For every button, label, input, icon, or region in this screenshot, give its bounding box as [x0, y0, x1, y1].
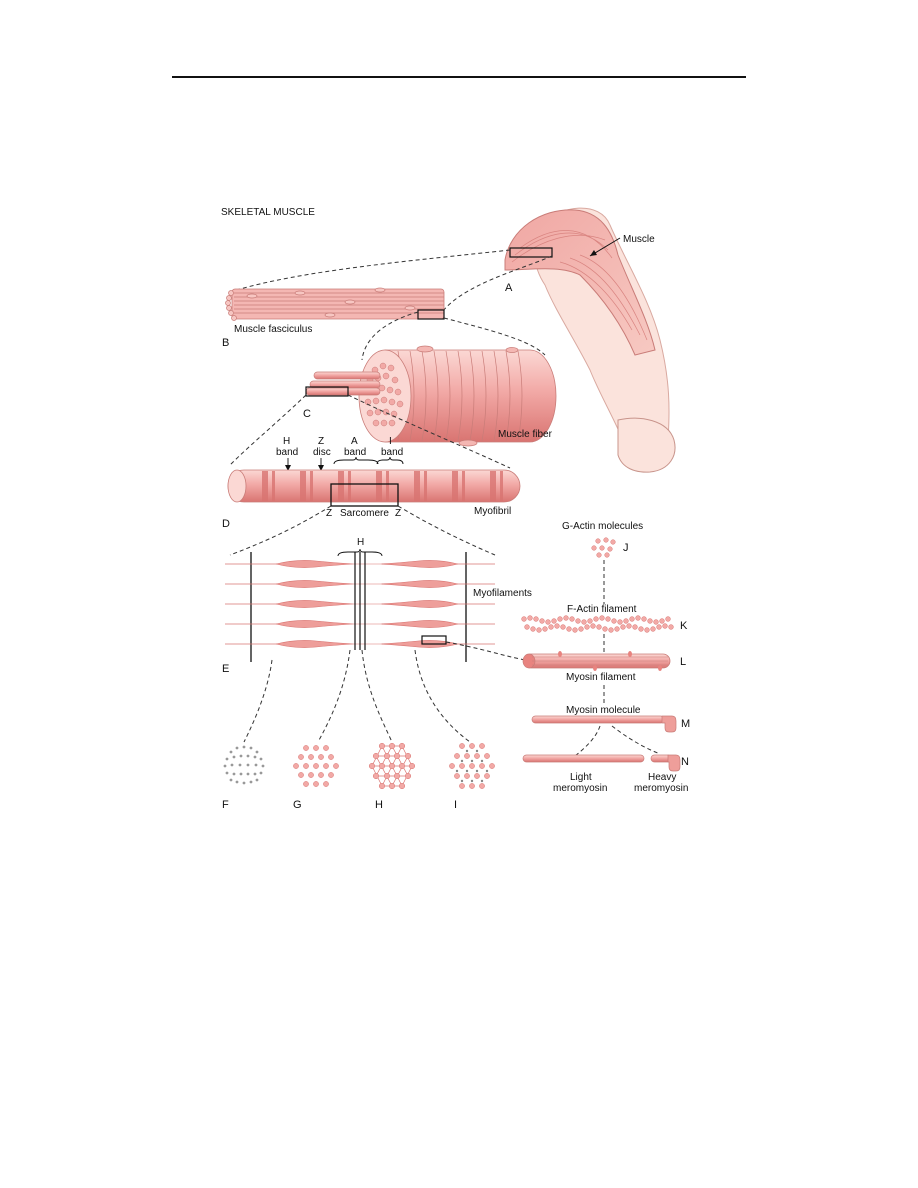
- zoom-line-c-d-left: [229, 394, 307, 466]
- myofibril-illustration: [227, 469, 521, 503]
- z-disc-label-line2: disc: [313, 447, 331, 458]
- heavy-meromyosin-label-line1: Heavy: [648, 772, 676, 783]
- h-band-label-line2: band: [276, 447, 298, 458]
- h-zone-label: H: [357, 537, 364, 548]
- band-arrowheads: [285, 465, 324, 471]
- g-actin-illustration: [591, 537, 616, 558]
- panel-letter-g: G: [293, 799, 302, 811]
- cross-section-g: [293, 745, 339, 787]
- zoom-line-e-l: [445, 641, 526, 661]
- fasciculus-selection-box: [417, 309, 445, 320]
- myosin-filament-selection-box: [421, 635, 447, 645]
- diagram-title: SKELETAL MUSCLE: [221, 207, 315, 218]
- panel-letter-n: N: [681, 756, 689, 768]
- zoom-line-b-c-top: [361, 311, 419, 361]
- panel-letter-a: A: [505, 282, 513, 294]
- cross-section-i: [449, 743, 495, 789]
- panel-letter-f: F: [222, 799, 229, 811]
- cross-section-h: [368, 742, 416, 790]
- zoom-line-a-b-bottom: [439, 255, 553, 316]
- panel-letter-h: H: [375, 799, 383, 811]
- zoom-line-e-g: [317, 649, 351, 743]
- zoom-line-e-f: [243, 659, 273, 743]
- g-actin-label: G-Actin molecules: [562, 521, 643, 532]
- myosin-molecule-label: Myosin molecule: [566, 705, 641, 716]
- myosin-filament-illustration: [522, 651, 671, 671]
- z-disc-label-line1: Z: [318, 436, 324, 447]
- panel-letter-c: C: [303, 408, 311, 420]
- panel-letter-d: D: [222, 518, 230, 530]
- f-actin-label: F-Actin filament: [567, 604, 637, 615]
- sarcomere-z-right-label: Z: [395, 508, 401, 519]
- myosin-filament-label: Myosin filament: [566, 672, 636, 683]
- panel-letter-m: M: [681, 718, 690, 730]
- muscle-fasciculus-illustration: [225, 287, 445, 321]
- connector-m-light: [574, 725, 601, 757]
- muscle-fasciculus-label: Muscle fasciculus: [234, 324, 312, 335]
- zoom-line-d-e-left: [229, 505, 332, 556]
- connector-m-heavy: [611, 725, 661, 755]
- muscle-selection-box: [509, 247, 553, 258]
- zoom-line-c-d-right: [347, 394, 511, 469]
- muscle-label: Muscle: [623, 234, 655, 245]
- panel-letter-k: K: [680, 620, 688, 632]
- header-rule: [172, 76, 746, 78]
- h-band-label-line1: H: [283, 436, 290, 447]
- band-pointers: [287, 456, 404, 468]
- a-band-label-line1: A: [351, 436, 358, 447]
- myofibril-label: Myofibril: [474, 506, 511, 517]
- heavy-meromyosin-illustration: [650, 754, 681, 772]
- h-zone-brace: [337, 548, 383, 557]
- light-meromyosin-label-line2: meromyosin: [553, 783, 607, 794]
- panel-letter-l: L: [680, 656, 686, 668]
- i-band-label-line2: band: [381, 447, 403, 458]
- arm-illustration: [504, 207, 676, 473]
- zoom-line-e-i: [414, 649, 471, 743]
- heavy-meromyosin-label-line2: meromyosin: [634, 783, 688, 794]
- zoom-line-a-b-top: [229, 249, 511, 293]
- i-band-label-line1: I: [389, 436, 392, 447]
- cross-section-f: [223, 745, 265, 785]
- sarcomere-illustration: [225, 552, 495, 662]
- f-actin-illustration: [521, 615, 674, 633]
- panel-letter-i: I: [454, 799, 457, 811]
- panel-letter-e: E: [222, 663, 229, 675]
- light-meromyosin-illustration: [522, 754, 645, 763]
- sarcomere-label: Sarcomere: [340, 508, 389, 519]
- a-band-label-line2: band: [344, 447, 366, 458]
- zoom-line-e-h: [361, 649, 393, 743]
- light-meromyosin-label-line1: Light: [570, 772, 592, 783]
- myofilaments-label: Myofilaments: [473, 588, 532, 599]
- panel-letter-j: J: [623, 542, 629, 554]
- sarcomere-z-left-label: Z: [326, 508, 332, 519]
- muscle-pointer-arrowhead: [590, 250, 597, 256]
- panel-letter-b: B: [222, 337, 229, 349]
- muscle-fiber-illustration: [305, 345, 557, 447]
- myosin-molecule-illustration: [531, 715, 677, 733]
- myofibril-selection-box: [305, 386, 349, 397]
- sarcomere-selection-box: [330, 483, 399, 507]
- muscle-fiber-label: Muscle fiber: [498, 429, 553, 440]
- zoom-line-b-c-bottom: [443, 317, 546, 356]
